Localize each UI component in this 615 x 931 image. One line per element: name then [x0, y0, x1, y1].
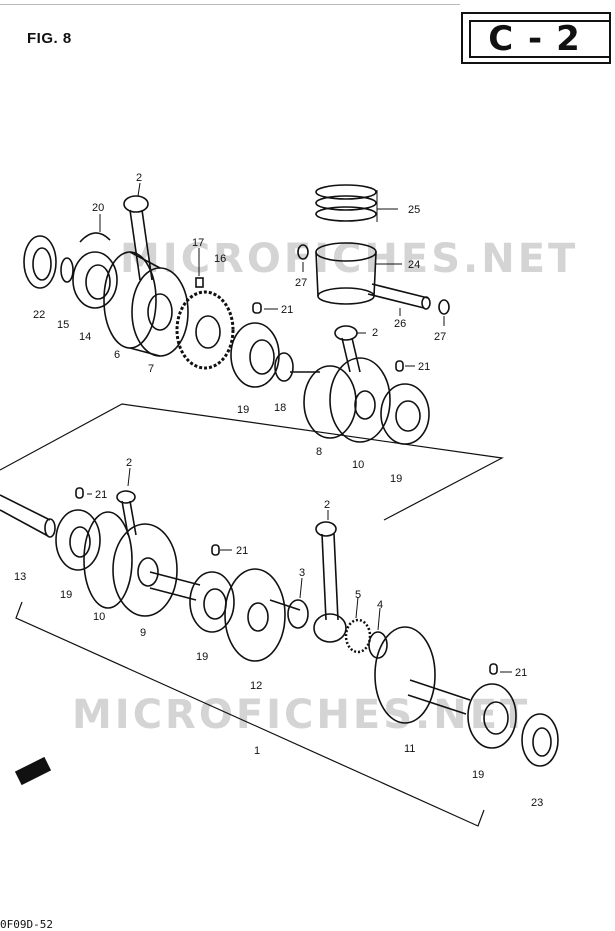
callout-12: 12: [250, 680, 262, 692]
washer-4: [368, 631, 388, 659]
circlip-20: [79, 232, 111, 243]
dowel-21-lower-right: [489, 663, 498, 675]
callout-4: 4: [377, 599, 383, 611]
callout-21: 21: [515, 667, 527, 679]
bearing-19-upper: [230, 322, 280, 388]
callout-3: 3: [299, 567, 305, 579]
callout-19: 19: [390, 473, 402, 485]
piston-pin-26: [367, 283, 431, 310]
callout-11: 11: [404, 743, 415, 755]
callout-6: 6: [114, 349, 120, 361]
callout-13: 13: [14, 571, 26, 583]
callout-21: 21: [95, 489, 107, 501]
callout-18: 18: [274, 402, 286, 414]
callout-19: 19: [196, 651, 208, 663]
crank-web-8-10: [290, 357, 391, 443]
shaft-13: [0, 494, 56, 538]
callout-7: 7: [148, 363, 154, 375]
piston-24: [315, 242, 377, 305]
callout-2: 2: [126, 457, 132, 469]
callout-2: 2: [372, 327, 378, 339]
dowel-21-lower-left: [75, 487, 84, 499]
piston-rings-25: [315, 184, 377, 222]
callout-15: 15: [57, 319, 69, 331]
callout-26: 26: [394, 318, 406, 330]
callout-27: 27: [295, 277, 307, 289]
callout-21: 21: [418, 361, 430, 373]
callout-10: 10: [352, 459, 364, 471]
callout-19: 19: [472, 769, 484, 781]
clip-27-left: [297, 244, 309, 260]
section-code-box: C-2: [461, 12, 611, 64]
crankpin-lower-left: [149, 571, 201, 601]
watermark-bottom: MICROFICHES.NET: [72, 692, 531, 738]
section-code: C-2: [469, 19, 611, 59]
crank-web-6-7: [103, 251, 189, 357]
bearing-19-lower-right: [467, 683, 517, 749]
ring-18: [274, 352, 294, 382]
callout-8: 8: [316, 446, 322, 458]
front-arrow-icon: [14, 756, 52, 786]
callout-24: 24: [408, 259, 420, 271]
dowel-21-upper: [252, 302, 262, 314]
leader-lines: [87, 182, 512, 673]
callout-2: 2: [324, 499, 330, 511]
callout-9: 9: [140, 627, 146, 639]
bearing-14: [72, 251, 118, 309]
callout-10: 10: [93, 611, 105, 623]
upper-group-bracket: [0, 403, 504, 521]
dowel-21-right: [395, 360, 404, 372]
clip-27-right: [438, 299, 450, 315]
crank-web-9-10: [83, 511, 178, 617]
washer-3: [287, 599, 309, 629]
callout-1: 1: [254, 745, 260, 757]
gear-16: [175, 290, 235, 370]
needle-bearing-5: [344, 618, 372, 654]
conrod-2-lower-left: [116, 490, 137, 536]
dowel-21-lower-center: [211, 544, 220, 556]
ring-15: [60, 257, 74, 283]
top-rule: [0, 4, 460, 5]
callout-25: 25: [408, 204, 420, 216]
oil-seal-23: [521, 713, 559, 767]
callout-5: 5: [355, 589, 361, 601]
crank-web-12: [224, 568, 301, 662]
oil-seal-22: [23, 235, 57, 289]
callout-22: 22: [33, 309, 45, 321]
callout-16: 16: [214, 253, 226, 265]
callout-14: 14: [79, 331, 91, 343]
figure-title: FIG. 8: [27, 30, 72, 47]
conrod-2-lower-right: [313, 521, 347, 643]
callout-17: 17: [192, 237, 204, 249]
conrod-2-upper-right: [334, 325, 361, 373]
crank-web-11: [374, 626, 471, 724]
footer-code: 0F09D-52: [0, 918, 53, 931]
callout-21: 21: [236, 545, 248, 557]
callout-19: 19: [237, 404, 249, 416]
callout-27: 27: [434, 331, 446, 343]
callout-21: 21: [281, 304, 293, 316]
callout-23: 23: [531, 797, 543, 809]
conrod-2-top: [123, 195, 153, 281]
callout-19: 19: [60, 589, 72, 601]
callout-20: 20: [92, 202, 104, 214]
key-17: [195, 277, 204, 288]
callout-2: 2: [136, 172, 142, 184]
callout-labels: 2 20 17 16 21 2 21 25 24 27 26 27 22 15 …: [14, 172, 543, 809]
crankshaft-assembly-bracket: [15, 601, 485, 827]
bearing-19-lower-left: [55, 509, 101, 571]
bearing-19-lower-center: [189, 571, 235, 633]
